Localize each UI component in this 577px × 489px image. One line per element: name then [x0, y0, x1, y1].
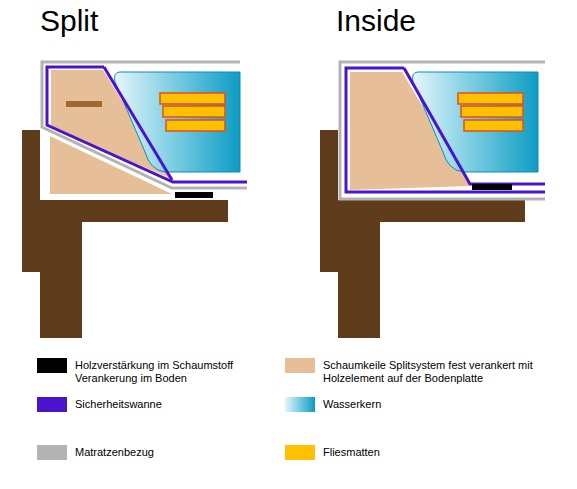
split-section [22, 62, 247, 338]
wood-reinforcement [472, 184, 512, 190]
legend-text: Fliesmatten [323, 446, 568, 459]
wood-reinforcement [175, 192, 213, 198]
legend-text: Sicherheitswanne [75, 398, 275, 411]
mattress-cover [340, 62, 545, 199]
fleece-mat [458, 93, 523, 104]
water-core [115, 72, 240, 172]
safety-liner [346, 68, 545, 192]
section-title: Split [40, 4, 98, 38]
inside-section [320, 62, 545, 338]
fleece-mat [163, 106, 225, 117]
fleece-mat [461, 106, 523, 117]
safety-liner [47, 67, 247, 182]
water-core [413, 72, 538, 172]
legend-text: Matratzenbezug [75, 446, 275, 459]
safety-liner [404, 68, 545, 184]
section-title: Inside [336, 4, 416, 38]
wood-element [66, 101, 102, 107]
mattress-cover [42, 62, 247, 188]
fleece-mat [464, 120, 523, 131]
legend-text: Holzverstärkung im Schaumstoff Verankeru… [75, 359, 275, 385]
legend-swatch [285, 358, 315, 373]
fleece-mat [160, 93, 225, 104]
fleece-mat [166, 120, 225, 131]
legend-text: Schaumkeile Splitsystem fest verankert m… [323, 359, 568, 385]
legend-swatch [285, 397, 315, 412]
legend-swatch [37, 358, 67, 373]
legend-swatch [37, 445, 67, 460]
legend-text: Wasserkern [323, 398, 568, 411]
legend-swatch [285, 445, 315, 460]
safety-liner [104, 67, 172, 180]
legend-swatch [37, 397, 67, 412]
